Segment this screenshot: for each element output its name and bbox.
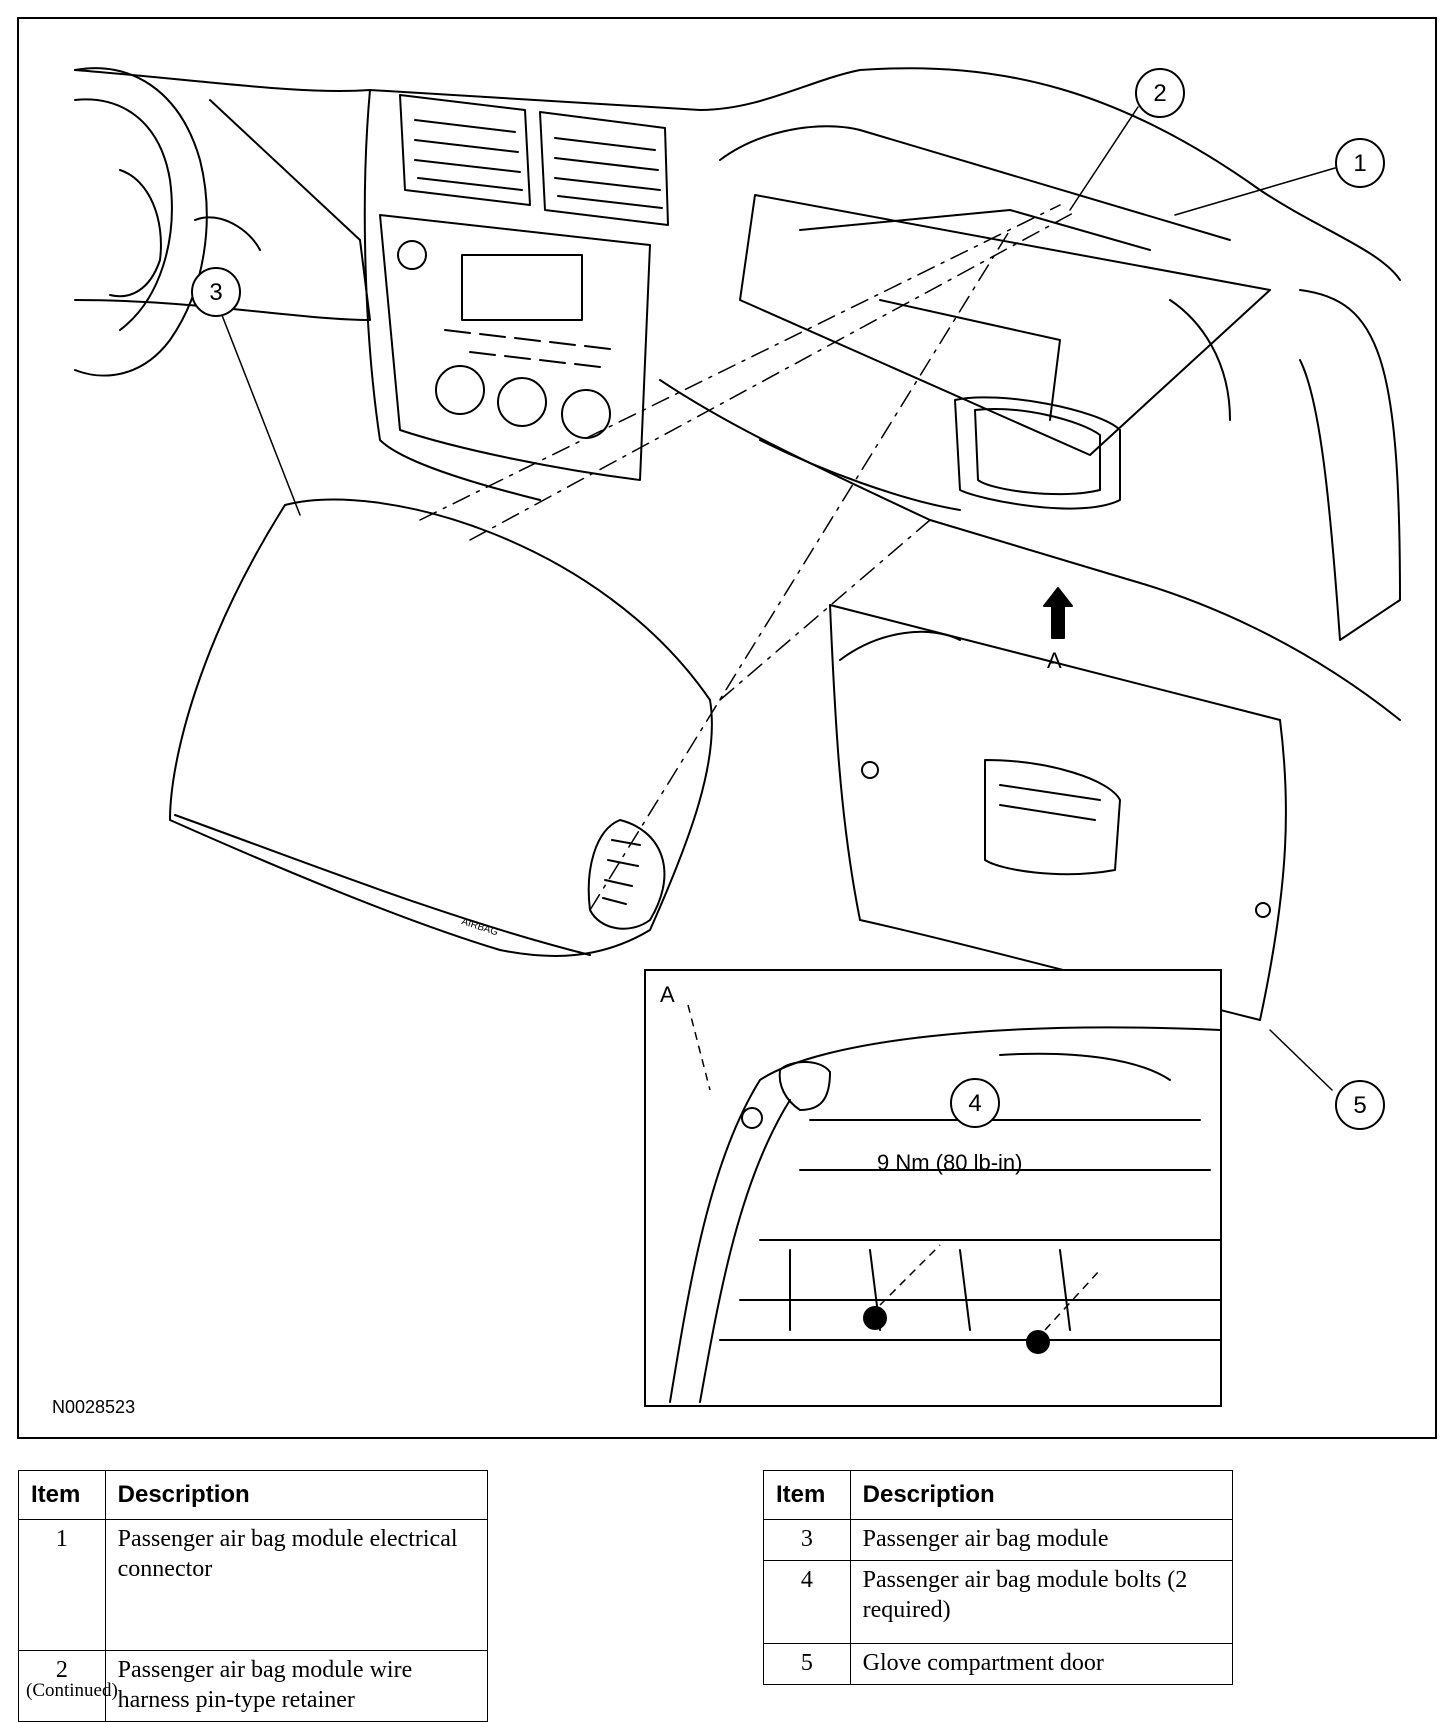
airbag-text: AIRBAG	[460, 916, 500, 938]
view-arrow	[1043, 587, 1073, 639]
figure-id: N0028523	[52, 1397, 135, 1417]
callout-3: 3	[191, 267, 241, 317]
legend-row: 4 Passenger air bag module bolts (2 requ…	[763, 1560, 1234, 1644]
callout-5: 5	[1335, 1080, 1385, 1130]
legend-table-right: Item Description 3 Passenger air bag mod…	[763, 1470, 1234, 1685]
legend-item-description: Passenger air bag module electrical conn…	[104, 1519, 489, 1651]
legend-item-description: Passenger air bag module bolts (2 requir…	[849, 1560, 1234, 1644]
header-item: Item	[18, 1470, 106, 1520]
steering-wheel	[74, 67, 261, 377]
legend-item-number: 4	[763, 1560, 851, 1644]
detail-inset	[644, 969, 1222, 1407]
header-description: Description	[849, 1470, 1234, 1520]
legend-item-number: 3	[763, 1519, 851, 1561]
header-description: Description	[104, 1470, 489, 1520]
lower-dash-edge	[659, 379, 1401, 721]
inset-label-a: A	[660, 982, 675, 1007]
callout-1: 1	[1335, 138, 1385, 188]
continued-note: (Continued)	[26, 1680, 118, 1701]
legend-item-description: Passenger air bag module	[849, 1519, 1234, 1561]
glove-box-opening	[739, 194, 1401, 641]
svg-text:2: 2	[1153, 80, 1166, 107]
svg-text:5: 5	[1353, 1092, 1366, 1119]
air-bag-module	[169, 498, 713, 957]
legend-row: 5 Glove compartment door	[763, 1643, 1234, 1685]
radio-climate-panel	[379, 214, 651, 481]
svg-text:3: 3	[209, 279, 222, 306]
callout-4: 4	[950, 1078, 1000, 1128]
torque-spec: 9 Nm (80 lb-in)	[877, 1150, 1022, 1175]
glove-compartment-door	[829, 604, 1287, 1021]
legend-item-number: 5	[763, 1643, 851, 1685]
legend-header-row: Item Description	[18, 1470, 489, 1520]
callout-2: 2	[1135, 68, 1185, 118]
center-vents	[399, 94, 669, 226]
bolt-right	[1026, 1269, 1101, 1354]
legend-item-description: Passenger air bag module wire harness pi…	[104, 1650, 489, 1722]
svg-text:1: 1	[1353, 150, 1366, 177]
view-label-a: A	[1047, 648, 1062, 673]
legend-item-number: 1	[18, 1519, 106, 1651]
legend-row: 3 Passenger air bag module	[763, 1519, 1234, 1561]
figure-frame	[17, 17, 1437, 1439]
svg-text:4: 4	[968, 1090, 981, 1117]
legend-item-description: Glove compartment door	[849, 1643, 1234, 1685]
header-item: Item	[763, 1470, 851, 1520]
exploded-view-lines	[419, 204, 1076, 911]
dashboard-outline	[74, 67, 1401, 501]
legend-row: 1 Passenger air bag module electrical co…	[18, 1519, 489, 1651]
legend-header-row: Item Description	[763, 1470, 1234, 1520]
bolt-left	[863, 1244, 941, 1330]
